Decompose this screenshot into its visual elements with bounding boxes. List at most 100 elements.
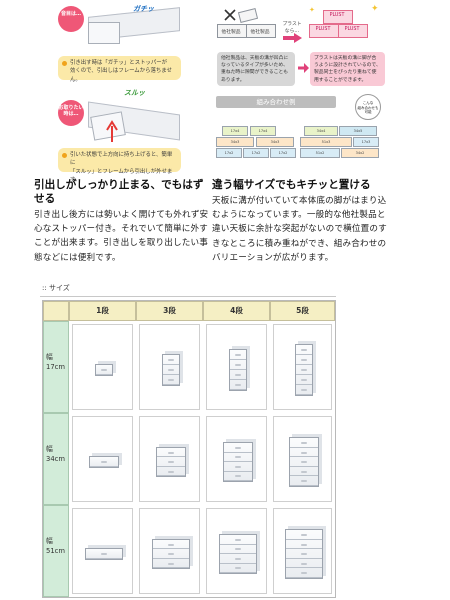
drawer-handle-icon <box>300 572 307 574</box>
drawer-handle-icon <box>300 389 307 391</box>
remove-illustration: お取りたい時は… スルッ 引いた状態で上方向に持ち上げると、簡単に 「スルッ」と… <box>58 88 183 183</box>
drawer-handle-icon <box>300 480 307 482</box>
drawer-tier <box>156 467 185 477</box>
combo-bubble: こんな組み合わせも可能 <box>355 94 381 120</box>
drawer-tier <box>289 457 318 467</box>
badge-bottom: お取りたい時は… <box>58 100 84 126</box>
plust-note: プラストは天板の溝に脚が合うように設計されているので、製品同士をぴったり重ねて使… <box>310 52 385 86</box>
drawer-tier <box>229 380 246 390</box>
drawer-unit-image <box>84 548 123 560</box>
note-top: 引き出す時は「ガチッ」とストッパーが 効くので、引出しはフレームから落ちません。 <box>58 56 181 83</box>
drawer-unit-image <box>155 446 186 478</box>
stacking-illustration: 他社製品 他社製品 プラストなら… PLUST PLUST PLUST ✦ ✦ … <box>213 0 385 90</box>
drawer-handle-icon <box>100 461 107 463</box>
drawer-handle-icon <box>234 557 241 560</box>
drawer-tier <box>285 540 322 550</box>
drawer-handle-icon <box>300 534 307 536</box>
drawer-unit-image <box>218 534 257 574</box>
combo-box: 51x3 <box>300 137 352 147</box>
drawer-tier <box>229 370 246 380</box>
drawer-tier <box>295 365 312 375</box>
drawer-tier <box>289 476 318 486</box>
drawer-handle-icon <box>300 359 307 361</box>
drawer-handle-icon <box>300 553 307 555</box>
row-label-34cm: 幅 34cm <box>43 413 69 505</box>
drawer-handle-icon <box>234 354 241 356</box>
drawer-handle-icon <box>234 548 241 551</box>
feature-heading-stopper: 引出しがしっかり止まる、でもはずせる <box>34 179 204 205</box>
drawer-tier <box>229 360 246 370</box>
drawer-tier <box>223 472 252 481</box>
drawer-handle-icon <box>234 456 241 459</box>
plust-label-3: PLUST <box>344 27 360 32</box>
drawer-handle-icon <box>167 553 174 555</box>
other-label-2: 他社製品 <box>250 30 270 35</box>
drawer-handle-icon <box>100 369 107 371</box>
drawer-unit-image <box>294 344 313 396</box>
sound-sururu: スルッ <box>124 89 145 97</box>
drawer-tier <box>219 545 256 554</box>
drawer-handle-icon <box>300 379 307 381</box>
drawer-handle-icon <box>300 442 307 444</box>
drawer-handle-icon <box>167 359 174 361</box>
drawer-tier <box>289 467 318 477</box>
right-arrow-icon <box>283 33 302 43</box>
feature-body-stopper: 引き出し後方には勢いよく開けても外れず安心なストッパー付き。それでいて簡単に外す… <box>34 210 209 263</box>
drawer-handle-icon <box>167 451 174 454</box>
other-label: 他社製品 <box>221 30 241 35</box>
drawer-tier <box>219 554 256 564</box>
drawer-tier <box>219 535 256 545</box>
drawer-tier <box>285 530 322 540</box>
drawer-tier <box>223 462 252 472</box>
drawer-handle-icon <box>167 369 174 371</box>
size-cell <box>273 508 332 594</box>
header-1-tier: 1段 <box>69 301 136 321</box>
other-box-top <box>237 7 259 24</box>
drawer-tier <box>289 448 318 458</box>
drawer-tier <box>156 457 185 467</box>
size-section-divider <box>40 296 336 297</box>
note-dot-icon <box>62 61 67 66</box>
drawer-tier <box>89 457 118 467</box>
combo-box: 34x3 <box>216 137 254 147</box>
drawer-handle-icon <box>300 470 307 473</box>
combo-banner: 組み合わせ例 <box>216 96 336 108</box>
other-box-right <box>246 24 276 38</box>
combo-box: 17x2 <box>270 148 296 158</box>
plust-label-2: PLUST <box>315 27 331 32</box>
stopper-illustration: 音目は… ガチッ 引き出す時は「ガチッ」とストッパーが 効くので、引出しはフレー… <box>58 0 183 83</box>
drawer-unit-image <box>161 354 180 386</box>
drawer-tier <box>219 564 256 573</box>
size-cell <box>72 324 133 410</box>
drawer-tier <box>229 350 246 360</box>
drawer-handle-icon <box>234 567 241 570</box>
combo-box: 17x4 <box>222 126 248 136</box>
drawer-unit-image <box>151 538 190 570</box>
plust-box-right <box>338 24 368 38</box>
combo-box: 34x4 <box>304 126 338 136</box>
drawer-unit-image <box>222 442 253 482</box>
header-4-tier: 4段 <box>203 301 270 321</box>
size-section-title: :: サイズ <box>42 284 70 292</box>
drawer-tier <box>285 568 322 578</box>
note-dot-icon <box>62 153 67 158</box>
combo-box: 34x3 <box>256 137 294 147</box>
drawer-tier <box>162 375 179 385</box>
drawer-handle-icon <box>234 374 241 376</box>
drawer-tier <box>223 453 252 462</box>
size-cell <box>206 324 267 410</box>
cross-mark-icon <box>224 9 236 21</box>
up-arrow-icon <box>106 120 118 142</box>
badge-top: 音目は… <box>58 6 84 32</box>
sparkle-icon: ✦ <box>371 4 379 14</box>
drawer-handle-icon <box>300 349 307 351</box>
drawer-tier <box>295 375 312 385</box>
drawer-tier <box>85 549 122 559</box>
drawer-handle-icon <box>167 562 174 565</box>
combo-box: 17x2 <box>243 148 269 158</box>
other-note: 他社製品は、天板の溝が凹凸になっているタイプが多いため、重ねた時に隙間ができるこ… <box>217 52 295 86</box>
combo-box: 17x3 <box>353 137 379 147</box>
size-cell <box>206 508 267 594</box>
drawer-handle-icon <box>234 475 241 478</box>
size-cell <box>273 324 332 410</box>
